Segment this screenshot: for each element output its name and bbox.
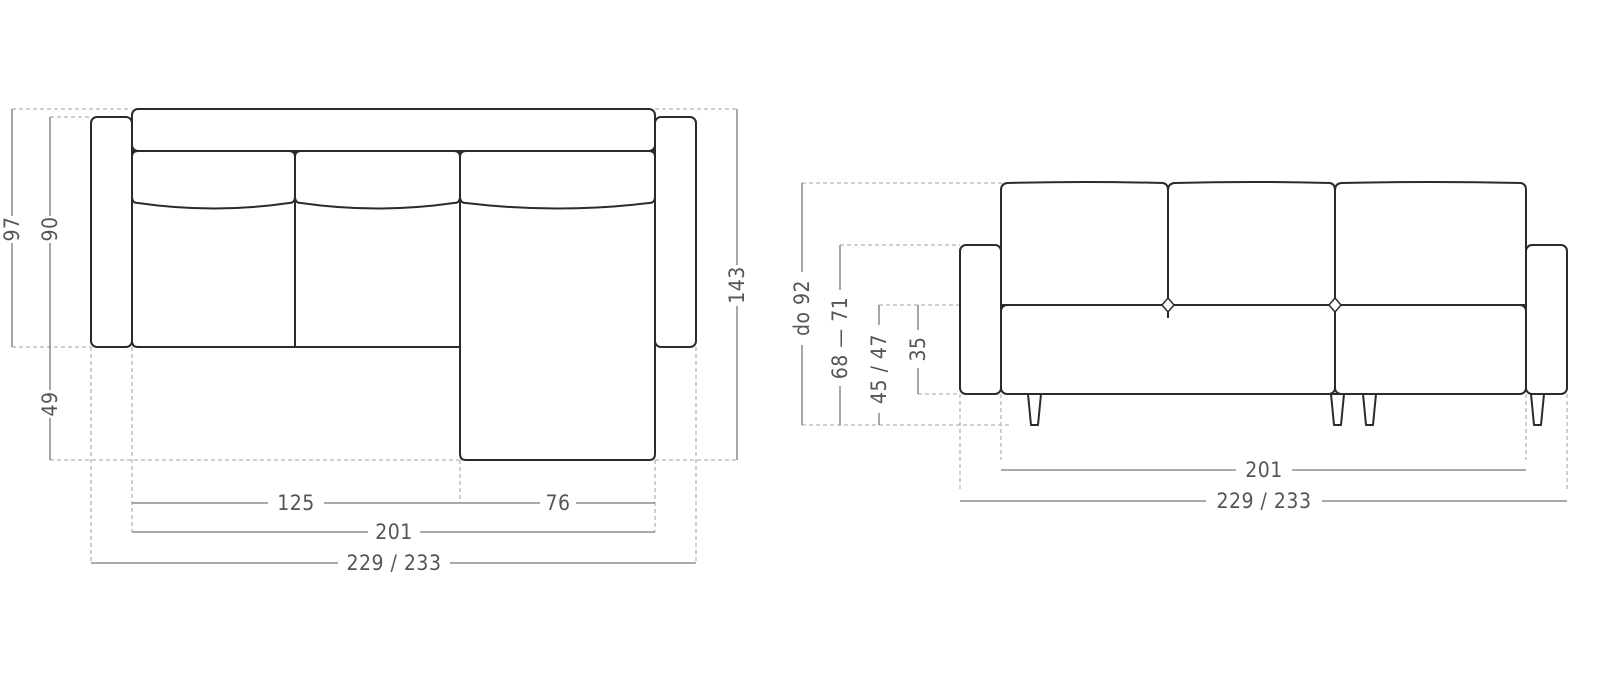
front-seat-cushion-2 <box>1334 304 1527 395</box>
front-height-leg-to-seat-label: 35 <box>906 336 930 361</box>
top-view-dimension-lines <box>11 109 738 564</box>
top-view: 97 90 49 143 125 76 201 229 / 233 <box>0 108 749 575</box>
top-width-inner-label: 201 <box>375 520 413 544</box>
front-right-armrest <box>1525 244 1568 395</box>
top-left-armrest <box>90 116 133 348</box>
front-leg-2 <box>1330 393 1345 426</box>
front-view-dimension-lines <box>801 183 1567 502</box>
front-seat-cushion-1 <box>1000 304 1336 395</box>
front-height-arm-label: 68 — 71 <box>828 297 852 379</box>
top-right-armrest <box>654 116 697 348</box>
front-leg-3 <box>1362 393 1377 426</box>
top-view-extension-lines <box>12 108 737 563</box>
front-leg-4 <box>1530 393 1545 426</box>
top-backrest <box>131 108 656 152</box>
top-width-seats-label: 125 <box>277 491 315 515</box>
top-back-cushion-2 <box>294 150 461 210</box>
top-depth-total-label: 143 <box>725 266 749 304</box>
front-back-cushion-1 <box>1000 181 1169 306</box>
top-back-cushion-1 <box>131 150 296 210</box>
front-left-armrest <box>959 244 1002 395</box>
front-height-seat-label: 45 / 47 <box>867 334 891 404</box>
top-width-chaise-label: 76 <box>545 491 570 515</box>
front-leg-1 <box>1027 393 1042 426</box>
top-back-cushion-3 <box>459 150 656 210</box>
top-seat-base-outline <box>131 150 656 461</box>
front-width-inner-label: 201 <box>1245 458 1283 482</box>
top-width-total-label: 229 / 233 <box>347 551 442 575</box>
top-depth-overall-label: 97 <box>0 216 24 241</box>
top-depth-back-label: 90 <box>38 216 62 241</box>
top-seat-depth-label: 49 <box>38 391 62 416</box>
front-back-cushion-2 <box>1167 181 1336 306</box>
front-height-back-label: do 92 <box>790 280 814 336</box>
front-view-extension-lines <box>802 182 1568 490</box>
front-view: do 92 68 — 71 45 / 47 35 201 229 / 233 <box>790 181 1568 513</box>
front-width-total-label: 229 / 233 <box>1217 489 1312 513</box>
front-back-cushion-3 <box>1334 181 1527 306</box>
front-tuft-2 <box>1328 296 1342 314</box>
